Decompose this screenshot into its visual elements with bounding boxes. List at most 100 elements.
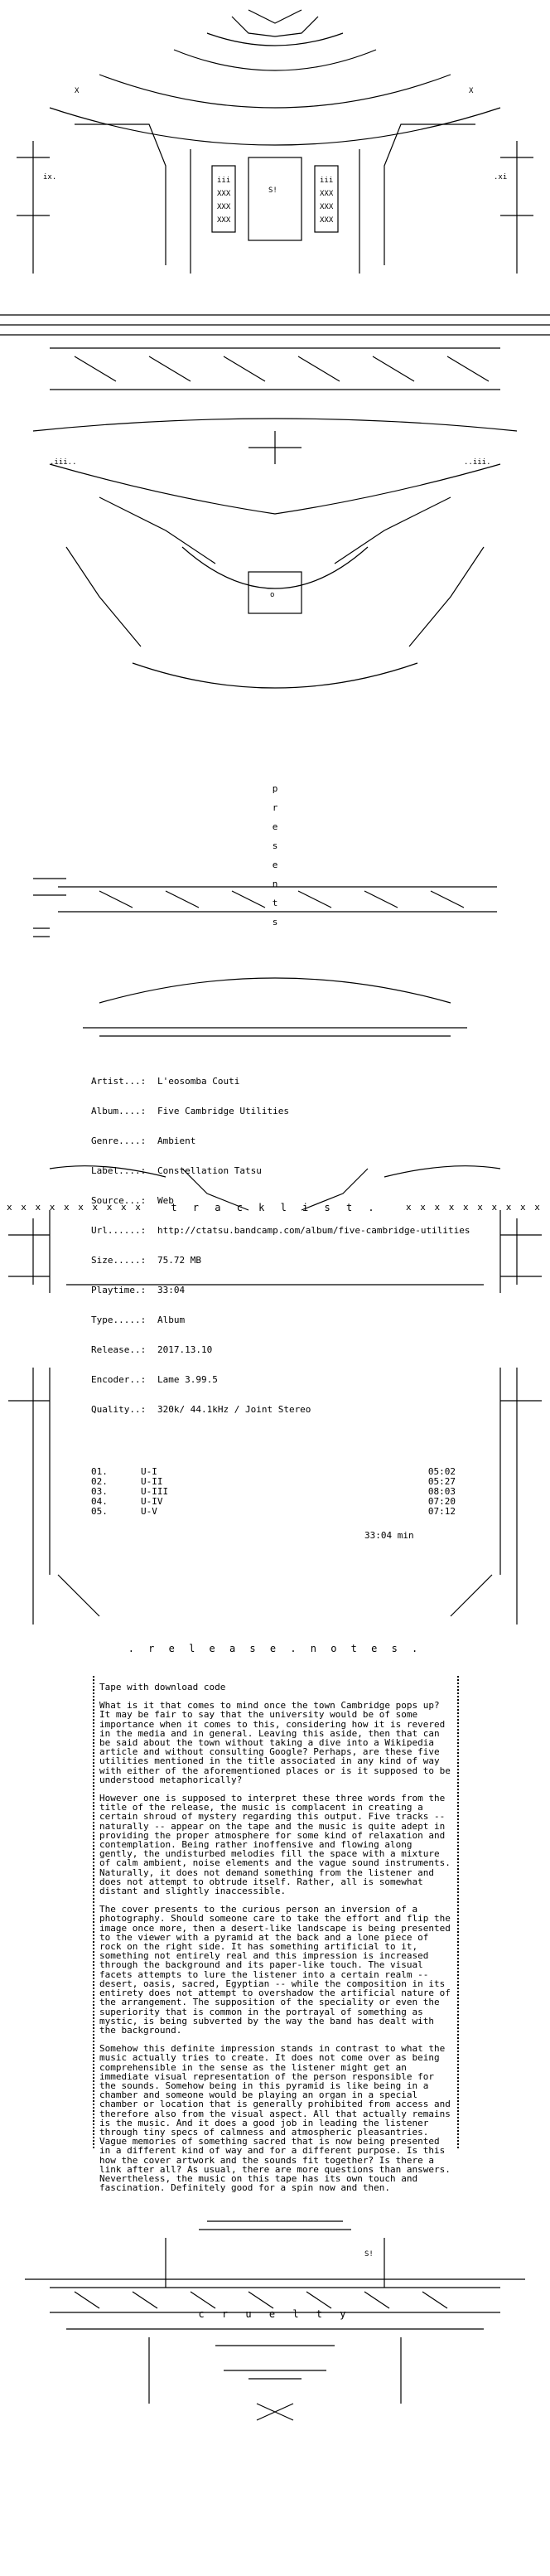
track-number: 05. bbox=[91, 1506, 108, 1517]
track-title: U-III bbox=[141, 1486, 169, 1497]
track-number: 03. bbox=[91, 1486, 108, 1497]
info-key: Genre....: bbox=[91, 1135, 147, 1146]
track-title: U-II bbox=[141, 1476, 163, 1487]
svg-text:.xi: .xi bbox=[494, 173, 507, 182]
presents-letter: r bbox=[272, 802, 278, 813]
notes-paragraph: What is it that comes to mind once the t… bbox=[99, 1700, 451, 1785]
info-value: Constellation Tatsu bbox=[157, 1165, 262, 1176]
info-key: Album....: bbox=[91, 1106, 147, 1116]
svg-text:XXX: XXX bbox=[320, 203, 334, 211]
track-row: 03. U-III 08:03 bbox=[91, 1487, 456, 1497]
track-row: 02. U-II 05:27 bbox=[91, 1477, 456, 1487]
svg-text:ix.: ix. bbox=[43, 173, 56, 182]
svg-text:o: o bbox=[270, 591, 274, 599]
info-value: Ambient bbox=[157, 1135, 196, 1146]
tracklist-heading: t r a c k l i s t . bbox=[171, 1202, 379, 1213]
svg-text:.iii..: .iii.. bbox=[50, 458, 77, 467]
presents-letter: p bbox=[272, 783, 278, 794]
svg-text:XXX: XXX bbox=[217, 203, 231, 211]
x-row-left: x x x x x x x x x x bbox=[7, 1202, 142, 1213]
info-key: Playtime.: bbox=[91, 1285, 147, 1295]
svg-text:XXX: XXX bbox=[320, 190, 334, 198]
info-key: Source...: bbox=[91, 1195, 147, 1206]
notes-paragraph: However one is supposed to interpret the… bbox=[99, 1793, 451, 1897]
tracklist-ornament-art bbox=[8, 1165, 542, 1625]
info-row-encoder: Encoder..: Lame 3.99.5 bbox=[91, 1375, 470, 1385]
presents-letter: e bbox=[272, 859, 278, 870]
info-value: 75.72 MB bbox=[157, 1255, 201, 1266]
svg-text:XXX: XXX bbox=[217, 190, 231, 198]
info-key: Size.....: bbox=[91, 1255, 147, 1266]
track-number: 01. bbox=[91, 1466, 108, 1477]
info-value: 2017.13.10 bbox=[157, 1344, 213, 1355]
track-row: 01. U-I 05:02 bbox=[91, 1467, 456, 1477]
presents-letter: s bbox=[272, 840, 278, 851]
release-notes-body: Tape with download code What is it that … bbox=[99, 1683, 456, 2201]
info-key: Encoder..: bbox=[91, 1374, 147, 1385]
info-value: http://ctatsu.bandcamp.com/album/five-ca… bbox=[157, 1225, 470, 1236]
presents-vertical-text: p r e s e n t s bbox=[270, 779, 280, 932]
info-value: L'eosomba Couti bbox=[157, 1076, 240, 1087]
info-row-label: Label....: Constellation Tatsu bbox=[91, 1166, 470, 1176]
presents-letter: n bbox=[272, 879, 278, 889]
svg-text:iii: iii bbox=[320, 177, 333, 185]
track-duration: 07:20 bbox=[427, 1496, 456, 1507]
svg-text:X: X bbox=[75, 87, 80, 95]
notes-paragraph: The cover presents to the curious person… bbox=[99, 1904, 451, 2036]
track-number: 04. bbox=[91, 1496, 108, 1507]
cruelty-label: c r u e l t y bbox=[198, 2308, 352, 2320]
release-notes-heading: . r e l e a s e . n o t e s . bbox=[128, 1643, 422, 1654]
info-row-size: Size.....: 75.72 MB bbox=[91, 1256, 470, 1266]
info-key: Type.....: bbox=[91, 1315, 147, 1325]
svg-text:iii: iii bbox=[217, 177, 230, 185]
notes-frame-left bbox=[93, 1676, 96, 2148]
info-value: Lame 3.99.5 bbox=[157, 1374, 218, 1385]
svg-text:..iii.: ..iii. bbox=[464, 458, 491, 467]
track-title: U-V bbox=[141, 1506, 157, 1517]
top-logo-mark: S! bbox=[268, 186, 277, 195]
info-row-album: Album....: Five Cambridge Utilities bbox=[91, 1106, 470, 1116]
track-number: 02. bbox=[91, 1476, 108, 1487]
svg-text:XXX: XXX bbox=[217, 216, 231, 225]
product-logo-art bbox=[33, 878, 497, 1037]
info-value: Web bbox=[157, 1195, 174, 1206]
track-duration: 08:03 bbox=[427, 1486, 456, 1497]
info-key: Url......: bbox=[91, 1225, 147, 1236]
tape-line: Tape with download code bbox=[99, 1682, 226, 1692]
info-row-release: Release..: 2017.13.10 bbox=[91, 1345, 470, 1355]
presents-letter: s bbox=[272, 917, 278, 927]
notes-frame-right bbox=[457, 1676, 461, 2148]
info-key: Release..: bbox=[91, 1344, 147, 1355]
info-row-url: Url......: http://ctatsu.bandcamp.com/alb… bbox=[91, 1226, 470, 1236]
bottom-logo-mark: S! bbox=[364, 2250, 374, 2259]
info-row-artist: Artist...: L'eosomba Couti bbox=[91, 1077, 470, 1087]
info-row-genre: Genre....: Ambient bbox=[91, 1136, 470, 1146]
track-title: U-I bbox=[141, 1466, 157, 1477]
track-list: 01. U-I 05:02 02. U-II 05:27 03. U-III 0… bbox=[91, 1467, 456, 1517]
bottom-logo-art: S! bbox=[25, 2220, 525, 2421]
info-row-type: Type.....: Album bbox=[91, 1315, 470, 1325]
info-row-quality: Quality..: 320k/ 44.1kHz / Joint Stereo bbox=[91, 1405, 470, 1415]
x-row-right: x x x x x x x x x x bbox=[406, 1202, 542, 1213]
presents-letter: e bbox=[272, 821, 278, 832]
info-key: Artist...: bbox=[91, 1076, 147, 1087]
svg-text:X: X bbox=[469, 87, 474, 95]
release-info-block: Artist...: L'eosomba Couti Album....: Five… bbox=[91, 1057, 470, 1425]
info-row-source: Source...: Web bbox=[91, 1196, 470, 1206]
info-key: Quality..: bbox=[91, 1404, 147, 1415]
info-value: Album bbox=[157, 1315, 186, 1325]
info-value: Five Cambridge Utilities bbox=[157, 1106, 289, 1116]
info-key: Label....: bbox=[91, 1165, 147, 1176]
notes-paragraph: Somehow this definite impression stands … bbox=[99, 2043, 451, 2194]
total-runtime: 33:04 min bbox=[364, 1530, 414, 1541]
info-value: 33:04 bbox=[157, 1285, 186, 1295]
track-row: 05. U-V 07:12 bbox=[91, 1507, 456, 1517]
info-value: 320k/ 44.1kHz / Joint Stereo bbox=[157, 1404, 311, 1415]
presents-letter: t bbox=[272, 898, 278, 908]
track-duration: 05:02 bbox=[427, 1466, 456, 1477]
info-row-playtime: Playtime.: 33:04 bbox=[91, 1286, 470, 1295]
track-duration: 07:12 bbox=[427, 1506, 456, 1517]
track-title: U-IV bbox=[141, 1496, 163, 1507]
svg-text:XXX: XXX bbox=[320, 216, 334, 225]
